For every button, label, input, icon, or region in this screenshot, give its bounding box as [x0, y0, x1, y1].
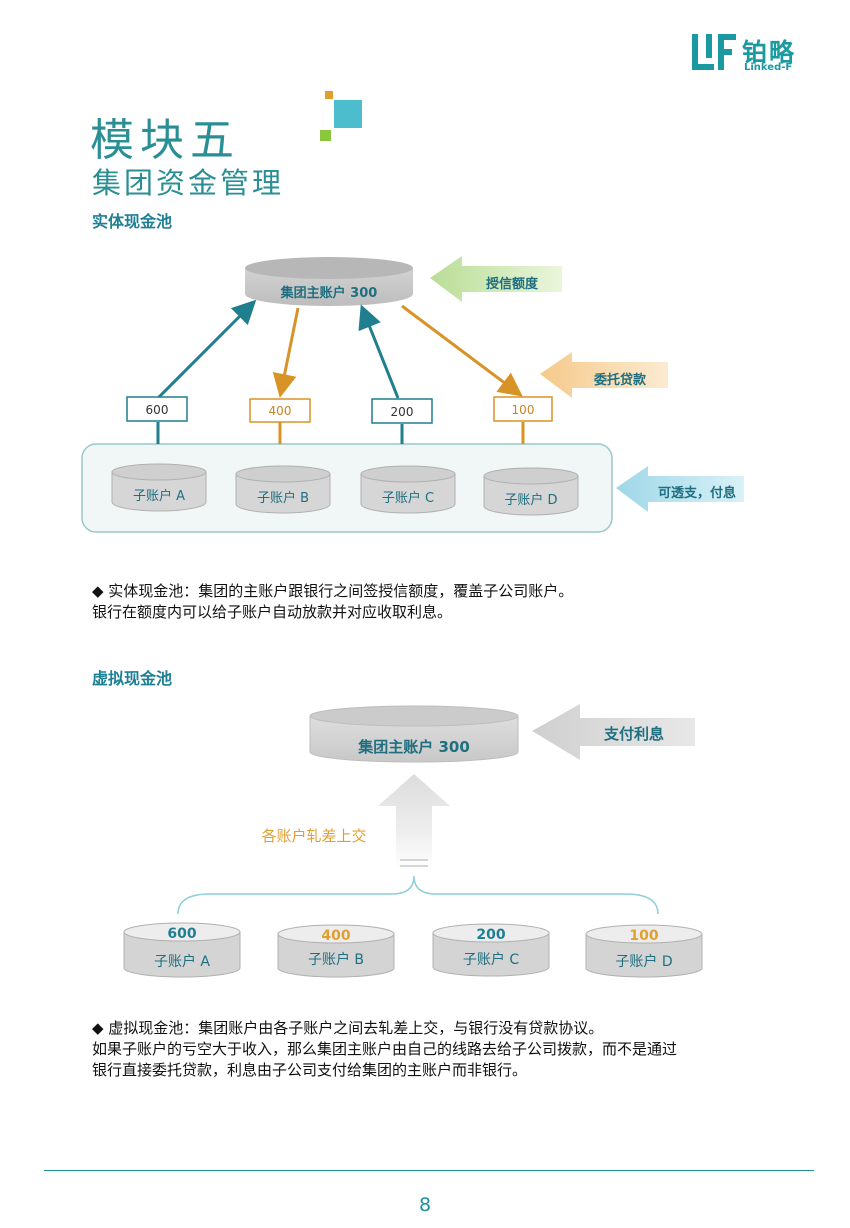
credit-line-arrow [430, 256, 562, 302]
virtual-sub-cylinder-d [585, 924, 703, 978]
module-subtitle: 集团资金管理 [92, 166, 285, 200]
sub-label-d: 子账户 D [504, 492, 557, 508]
virtual-amount-b: 400 [321, 928, 350, 944]
virtual-sub-label-a: 子账户 A [154, 953, 210, 970]
section2-desc-line2: 如果子账户的亏空大于收入，那么集团主账户由自己的线路去给子公司拨款，而不是通过 [92, 1040, 678, 1058]
arrow-400-down [272, 307, 300, 398]
virtual-sub-label-b: 子账户 B [308, 951, 364, 968]
logo [692, 34, 736, 76]
section1-heading: 实体现金池 [92, 212, 173, 231]
section2-desc-line3: 银行直接委托贷款，利息由子公司支付给集团的主账户而非银行。 [92, 1061, 528, 1079]
virtual-sub-cylinder-b [277, 924, 395, 978]
virtual-sub-label-c: 子账户 C [463, 951, 519, 968]
sub-label-c: 子账户 C [382, 490, 434, 506]
interest-label: 支付利息 [603, 725, 664, 743]
virtual-main-label: 集团主账户 300 [357, 738, 470, 756]
main-account-cylinder [245, 257, 413, 306]
virtual-amount-d: 100 [629, 928, 658, 944]
main-account-label: 集团主账户 300 [280, 285, 378, 301]
section1-desc-line2: 银行在额度内可以给子账户自动放款并对应收取利息。 [92, 603, 453, 621]
amount-c: 200 [391, 405, 414, 419]
amount-box-c [371, 398, 433, 424]
virtual-sub-cylinder-a [123, 922, 241, 978]
amount-box-b [249, 398, 311, 423]
amount-a: 600 [146, 403, 169, 417]
virtual-amount-c: 200 [476, 927, 505, 943]
logo-cn: 铂略 [742, 38, 797, 67]
footer-rule [44, 1170, 814, 1171]
decor-square-green [320, 130, 331, 141]
sub-cylinder-d [483, 467, 579, 516]
decor-square-blue [334, 100, 362, 128]
overdraft-label: 可透支，付息 [658, 485, 736, 501]
section2-desc-line1: ◆ 虚拟现金池：集团账户由各子账户之间去轧差上交，与银行没有贷款协议。 [92, 1019, 604, 1037]
virtual-amount-a: 600 [167, 926, 196, 942]
virtual-sub-label-d: 子账户 D [615, 953, 672, 970]
amount-box-d [493, 396, 553, 422]
arrow-100-down [401, 304, 523, 397]
virtual-main-cylinder [309, 705, 519, 763]
section2-heading: 虚拟现金池 [92, 669, 173, 688]
section1-desc-line1: ◆ 实体现金池：集团的主账户跟银行之间签授信额度，覆盖子公司账户。 [92, 582, 574, 600]
arrow-600-up [156, 299, 257, 400]
overdraft-arrow [616, 466, 744, 512]
amount-box-a [126, 396, 188, 422]
sub-cylinder-b [235, 465, 331, 514]
physical-pool-diagram: 集团主账户 300 授信额度 委托贷款 可透支，付息 600 400 200 1… [81, 256, 744, 533]
entrusted-loan-label: 委托贷款 [593, 372, 647, 388]
interest-arrow [532, 704, 695, 760]
arrow-200-up [358, 304, 400, 399]
sub-cylinder-a [111, 463, 207, 512]
logo-en: Linked-F [744, 62, 793, 73]
netting-label: 各账户轧差上交 [261, 827, 366, 845]
entrusted-loan-arrow [540, 352, 668, 398]
logo-mark-icon [692, 34, 736, 70]
virtual-sub-cylinder-c [432, 923, 550, 977]
netting-up-arrow [378, 774, 450, 870]
decor-square-orange [325, 91, 333, 99]
sub-label-b: 子账户 B [257, 490, 309, 506]
amount-d: 100 [512, 403, 535, 417]
virtual-pool-diagram: 集团主账户 300 支付利息 各账户轧差上交 600 400 200 100 子… [123, 704, 703, 978]
credit-line-label: 授信额度 [486, 276, 539, 292]
sub-cylinder-c [360, 465, 456, 514]
sub-account-pool [81, 443, 613, 533]
brace-connector [177, 875, 659, 915]
module-title: 模块五 [90, 115, 240, 166]
sub-label-a: 子账户 A [133, 488, 185, 504]
page-number: 8 [418, 1194, 432, 1216]
amount-b: 400 [269, 404, 292, 418]
